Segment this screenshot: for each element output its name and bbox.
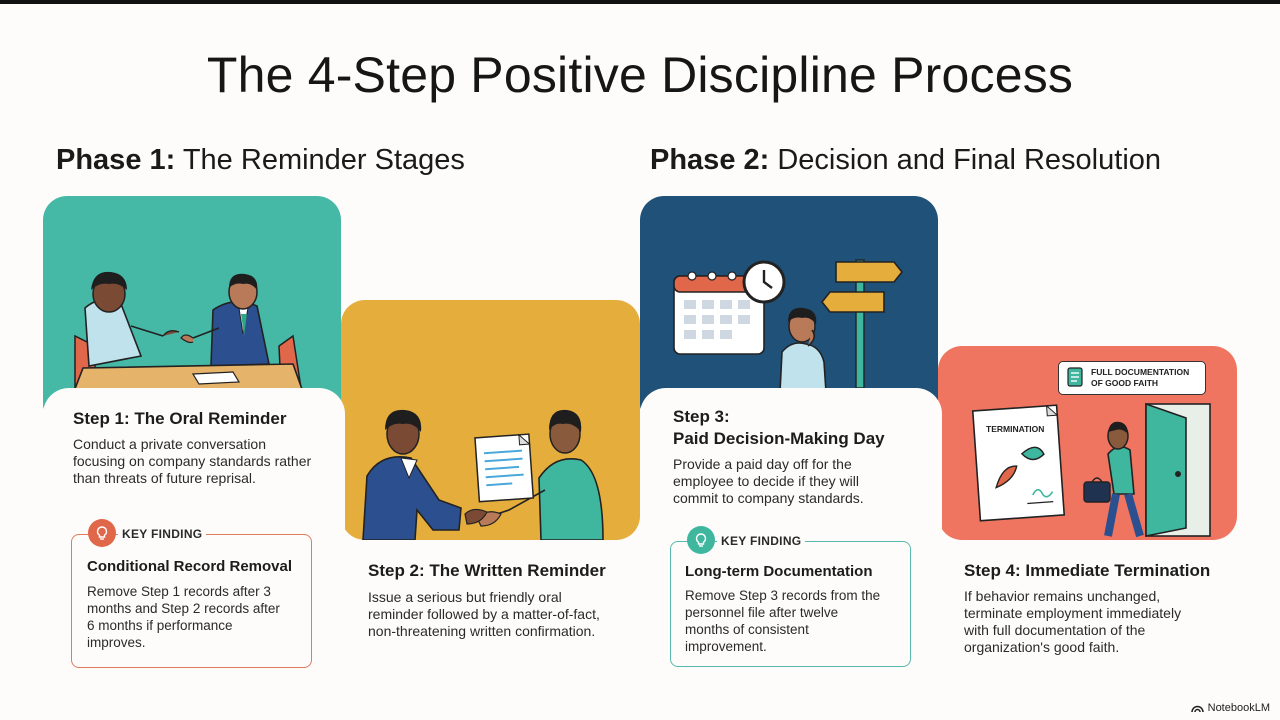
step-3-title: Step 3: Paid Decision-Making Day — [673, 407, 885, 448]
documentation-callout-text: FULL DOCUMENTATION OF GOOD FAITH — [1091, 367, 1190, 388]
phase-2-label: Phase 2: — [650, 144, 770, 176]
key-finding-2-title: Long-term Documentation — [685, 563, 873, 580]
step-2-description: Issue a serious but friendly oral remind… — [368, 589, 600, 639]
step-1-description: Conduct a private conversation focusing … — [73, 436, 312, 486]
step-4-description: If behavior remains unchanged, terminate… — [964, 588, 1182, 655]
key-finding-2-description: Remove Step 3 records from the personnel… — [685, 588, 881, 654]
decision-day-illustration — [673, 259, 904, 392]
phase-1-name: The Reminder Stages — [182, 144, 465, 176]
notebooklm-brand: NotebookLM — [1190, 702, 1270, 714]
step-4-card — [938, 542, 1237, 692]
lightbulb-icon — [88, 519, 116, 547]
step-1-title: Step 1: The Oral Reminder — [73, 409, 287, 428]
page-title: The 4-Step Positive Discipline Process — [206, 47, 1074, 103]
phase-1-heading: Phase 1: The Reminder Stages — [56, 144, 465, 177]
step-4-title: Step 4: Immediate Termination — [964, 561, 1211, 580]
key-finding-1-description: Remove Step 1 records after 3 months and… — [87, 584, 280, 650]
termination-illustration — [971, 402, 1211, 538]
step-3-description: Provide a paid day off for the employee … — [673, 456, 864, 506]
phase-2-heading: Phase 2: Decision and Final Resolution — [650, 144, 1161, 177]
document-icon — [1067, 367, 1083, 387]
oral-reminder-illustration — [71, 271, 305, 395]
step-2-title: Step 2: The Written Reminder — [368, 561, 606, 580]
key-finding-2-box: KEY FINDING Long-term Documentation Remo… — [670, 526, 911, 667]
key-finding-1-label: KEY FINDING — [118, 527, 207, 541]
brand-name: NotebookLM — [1207, 702, 1270, 714]
phase-1-label: Phase 1: — [56, 144, 176, 176]
key-finding-1-box: KEY FINDING Conditional Record Removal R… — [71, 519, 312, 668]
written-reminder-illustration — [362, 409, 604, 540]
termination-document-label: TERMINATION — [986, 424, 1045, 434]
key-finding-2-label: KEY FINDING — [717, 534, 806, 548]
notebooklm-logo-icon — [1190, 705, 1204, 713]
lightbulb-icon — [687, 526, 715, 554]
phase-2-name: Decision and Final Resolution — [777, 144, 1162, 176]
step-2-card — [341, 542, 640, 692]
key-finding-1-title: Conditional Record Removal — [87, 558, 293, 575]
documentation-callout: FULL DOCUMENTATION OF GOOD FAITH — [1058, 361, 1206, 395]
top-frame-line — [0, 0, 1280, 4]
